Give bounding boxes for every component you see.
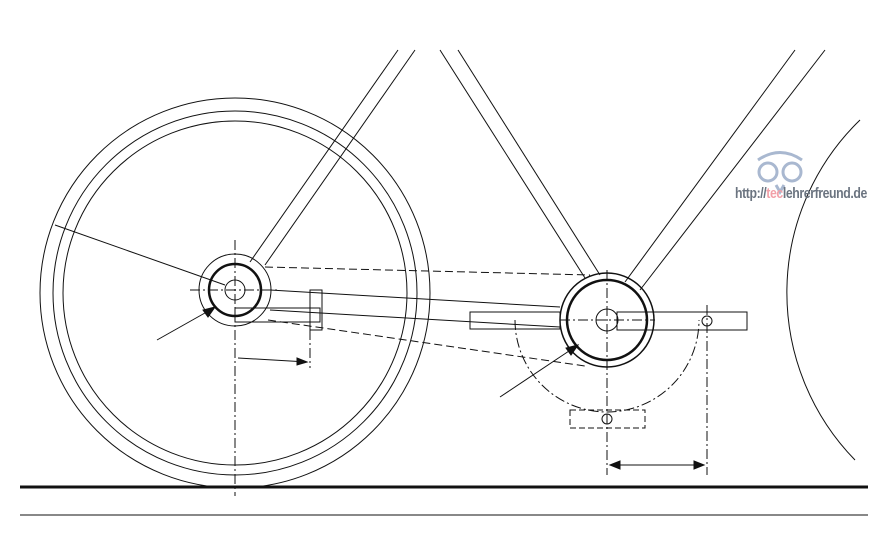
- watermark-url: http://teclehrerfreund.de: [735, 185, 867, 202]
- watermark-prefix: http://: [735, 185, 767, 202]
- dimension-lines: [190, 240, 708, 496]
- watermark-accent: tec: [766, 185, 783, 202]
- watermark-suffix: lehrerfreund.de: [782, 185, 867, 202]
- frame: [249, 49, 826, 328]
- dimension-arrows: [156, 306, 706, 470]
- owl-logo-icon: [757, 151, 803, 196]
- crank-arms: [469, 311, 748, 429]
- chain: [264, 266, 591, 367]
- front-wheel-arc: [786, 119, 861, 461]
